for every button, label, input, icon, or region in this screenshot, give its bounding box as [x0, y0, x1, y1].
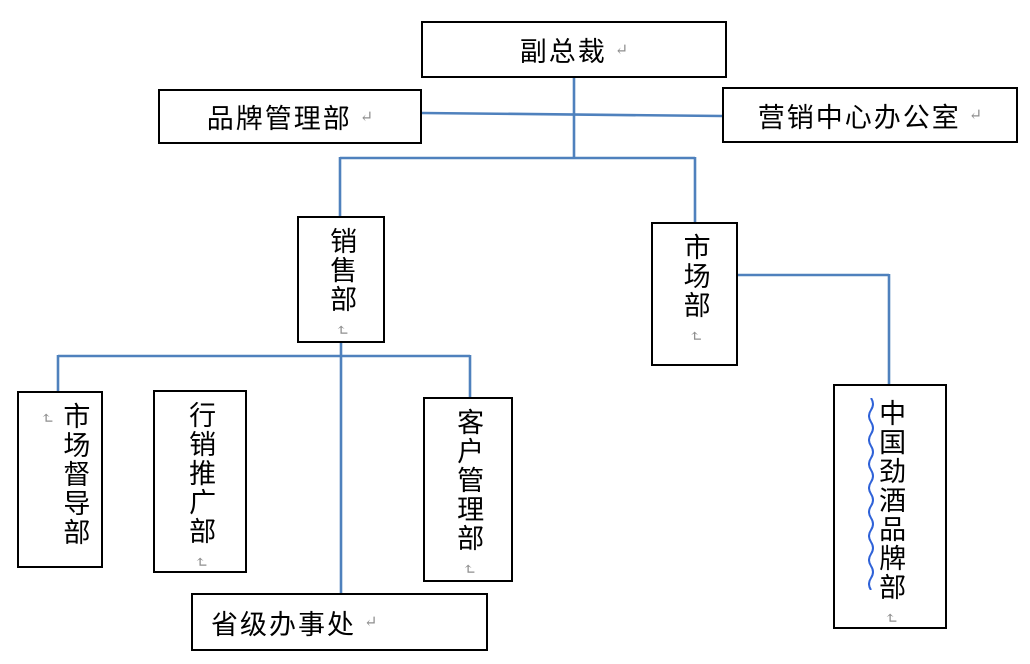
- node-label: 品牌管理部: [206, 104, 352, 134]
- paragraph-mark-icon: ↵: [686, 329, 704, 343]
- node-vice-president[interactable]: 副总裁 ↵: [421, 21, 727, 78]
- node-customer-management[interactable]: 客户管理部 ↵: [423, 397, 513, 582]
- node-label: 行销推广部: [185, 401, 216, 546]
- paragraph-mark-icon: ↵: [460, 562, 478, 576]
- node-label: 副总裁: [519, 37, 607, 67]
- paragraph-mark-icon: ↵: [882, 611, 900, 625]
- node-provincial-office[interactable]: 省级办事处 ↵: [191, 593, 488, 651]
- node-label: 营销中心办公室: [757, 102, 961, 133]
- node-market-supervision[interactable]: 市场督导部 ↵: [17, 391, 103, 568]
- node-china-jing-brand[interactable]: 中国劲酒品牌部 ↵: [833, 384, 947, 629]
- node-label: 市场督导部: [59, 402, 90, 547]
- node-label: 销售部: [326, 227, 357, 314]
- paragraph-mark-icon: ↵: [38, 411, 55, 425]
- node-brand-management[interactable]: 品牌管理部 ↵: [158, 89, 422, 144]
- paragraph-mark-icon: ↵: [614, 41, 629, 59]
- connector-brand-to-office: [421, 111, 723, 118]
- paragraph-mark-icon: ↵: [364, 614, 378, 631]
- node-marketing-promotion[interactable]: 行销推广部 ↵: [153, 390, 247, 573]
- paragraph-mark-icon: ↵: [192, 555, 210, 569]
- paragraph-mark-icon: ↵: [968, 107, 983, 124]
- node-sales-dept[interactable]: 销售部 ↵: [297, 216, 385, 343]
- node-label: 客户管理部: [453, 408, 484, 553]
- node-label: 中国劲酒品牌部: [875, 399, 906, 602]
- node-market-dept[interactable]: 市场部 ↵: [651, 222, 738, 366]
- node-label: 省级办事处: [211, 609, 356, 640]
- node-label: 市场部: [679, 233, 710, 320]
- paragraph-mark-icon: ↵: [333, 323, 351, 337]
- paragraph-mark-icon: ↵: [359, 108, 374, 126]
- node-marketing-office[interactable]: 营销中心办公室 ↵: [722, 87, 1018, 143]
